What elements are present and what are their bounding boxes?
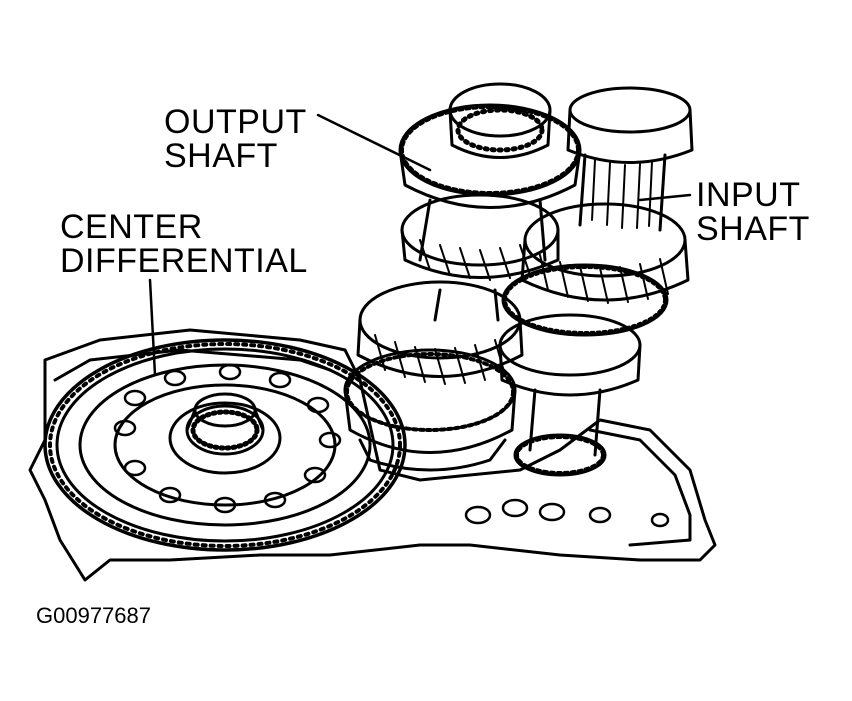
input-shaft-leader <box>638 193 692 202</box>
input-shaft <box>498 86 694 477</box>
center-differential-label-line1: CENTER <box>60 208 203 246</box>
input-shaft-label-line1: INPUT <box>696 176 801 214</box>
case-right-flange <box>588 428 692 547</box>
case-bolt-holes <box>464 498 670 528</box>
input-shaft-label: INPUT SHAFT <box>696 178 810 246</box>
center-differential-leader <box>148 278 157 377</box>
output-shaft-label: OUTPUT SHAFT <box>164 105 307 173</box>
output-shaft-leader <box>316 113 432 172</box>
center-differential <box>43 338 407 552</box>
center-differential-label: CENTER DIFFERENTIAL <box>60 210 308 278</box>
input-shaft-label-line2: SHAFT <box>696 210 810 248</box>
center-differential-label-line2: DIFFERENTIAL <box>60 242 308 280</box>
output-shaft-label-line2: SHAFT <box>164 137 278 175</box>
figure-id: G00977687 <box>36 603 151 628</box>
output-shaft-label-line1: OUTPUT <box>164 103 307 141</box>
